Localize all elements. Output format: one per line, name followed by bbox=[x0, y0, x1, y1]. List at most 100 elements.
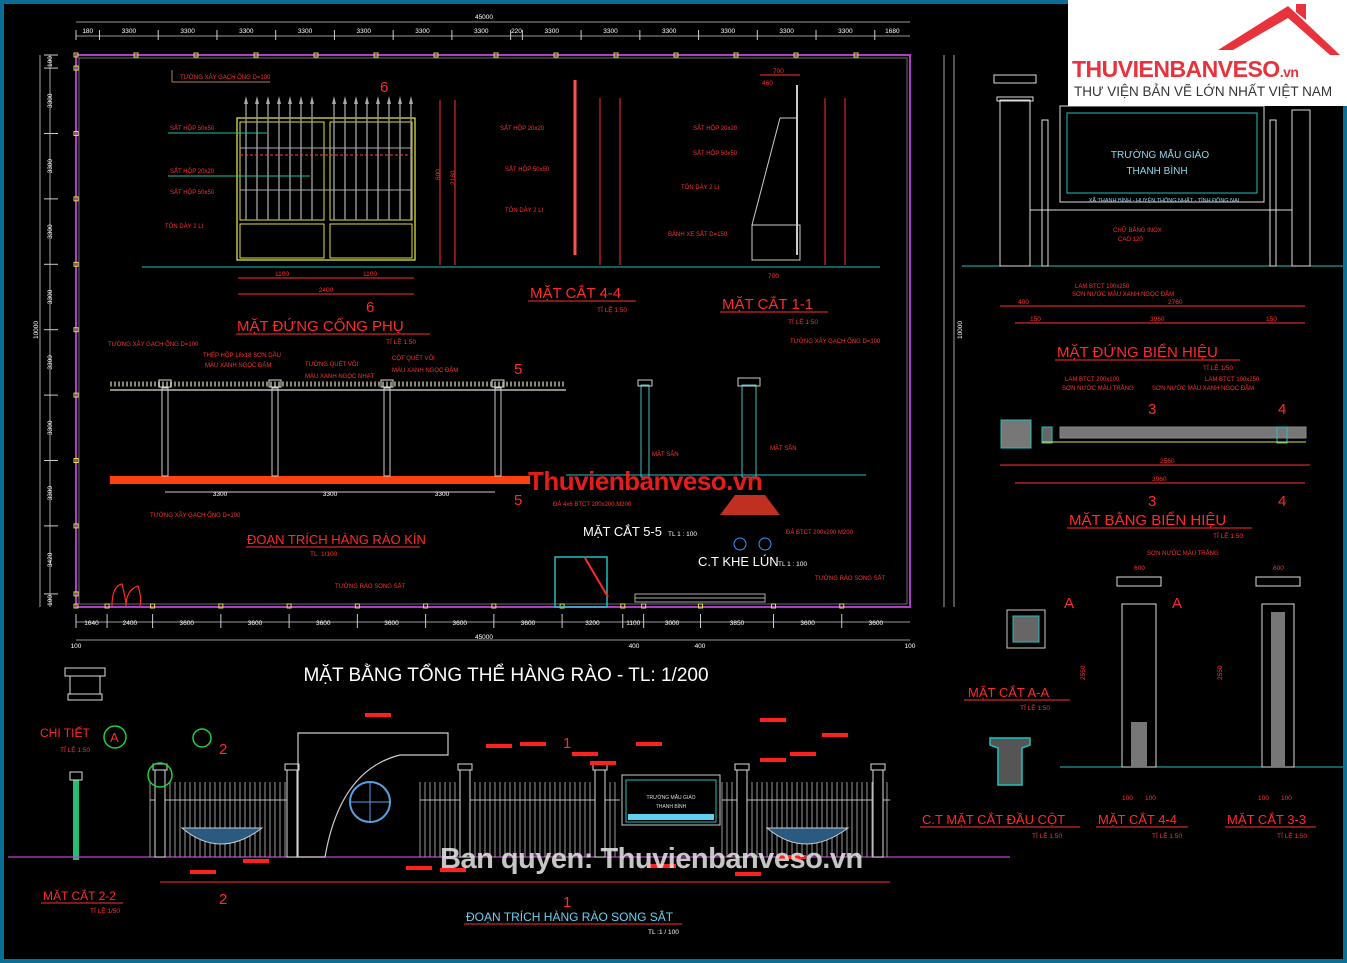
post-cap bbox=[491, 379, 505, 388]
annotation-tag bbox=[590, 761, 616, 765]
fence-note: THÉP HỘP 18x18 SƠN DẦU bbox=[203, 352, 281, 359]
post-marker bbox=[286, 603, 292, 609]
top-total-dim: 45000 bbox=[475, 14, 493, 21]
section-mark: 4 bbox=[1278, 401, 1286, 418]
section-5-5-title: MẶT CẮT 5-5 bbox=[583, 524, 662, 539]
fence-post bbox=[383, 387, 391, 477]
post-marker bbox=[313, 52, 319, 58]
spike-icon bbox=[299, 96, 303, 104]
column-dim: 600 bbox=[1134, 565, 1145, 572]
sign-address: XÃ THANH BÌNH - HUYỆN THỐNG NHẤT - TỈNH … bbox=[1089, 196, 1240, 204]
post-marker bbox=[673, 52, 679, 58]
top-dim: 3300 bbox=[838, 28, 853, 35]
gate-dim: 1100 bbox=[363, 271, 377, 278]
fence-note: MÀU XANH NGỌC ĐẬM bbox=[392, 367, 458, 374]
post-marker bbox=[73, 392, 79, 398]
fence-dim: 3300 bbox=[213, 491, 228, 498]
detail-a: CHI TIẾT A TỈ LỆ 1:50 MẶT CẮT 2-2 TỈ LỆ … bbox=[40, 667, 127, 915]
column-note: SƠN NƯỚC MÀU TRẮNG bbox=[1147, 549, 1219, 557]
fence-dim: 3300 bbox=[323, 491, 338, 498]
sign-note: SƠN NƯỚC MÀU XANH NGỌC ĐẬM bbox=[1152, 385, 1254, 392]
bottom-extra-dim: 400 bbox=[629, 643, 640, 650]
post-marker bbox=[373, 52, 379, 58]
brand-logo[interactable]: THUVIENBANVESO.vn THƯ VIỆN BẢN VẼ LỚN NH… bbox=[1068, 0, 1347, 106]
post-marker bbox=[73, 327, 79, 333]
post-marker bbox=[104, 603, 110, 609]
bottom-dim: 3600 bbox=[452, 620, 467, 627]
top-dim: 1680 bbox=[885, 28, 900, 35]
top-dim: 3300 bbox=[544, 28, 559, 35]
section-mark: 4 bbox=[1278, 493, 1286, 510]
post-marker bbox=[73, 52, 79, 58]
bottom-dim: 3600 bbox=[248, 620, 263, 627]
sign-text: THANH BÌNH bbox=[1126, 164, 1187, 177]
scale-label: TỈ LỆ 1:50 bbox=[1213, 531, 1243, 540]
section-dim: 460 bbox=[762, 80, 773, 87]
annotation-tag bbox=[735, 872, 761, 876]
top-dim: 3300 bbox=[721, 28, 736, 35]
section-mark: 1 bbox=[563, 735, 571, 752]
bottom-total-dim: 45000 bbox=[475, 634, 493, 641]
sign-dim: 3960 bbox=[1150, 316, 1165, 323]
bottom-dim: 3600 bbox=[179, 620, 194, 627]
sign-text: TRƯỜNG MẪU GIÁO bbox=[646, 794, 695, 801]
column-dim: 100 bbox=[1145, 795, 1156, 802]
sign-dim: 2560 bbox=[1160, 458, 1175, 465]
left-dim: 100 bbox=[47, 595, 54, 606]
annotation-tag bbox=[822, 733, 848, 737]
left-dim: 3300 bbox=[47, 159, 54, 174]
sign-plan-title: MẶT BẰNG BIỂN HIỆU bbox=[1069, 511, 1226, 529]
spike-icon bbox=[354, 96, 358, 104]
gate-swing-icon bbox=[111, 583, 142, 607]
left-dim: 3300 bbox=[47, 224, 54, 239]
brand-name: THUVIENBANVESO.vn bbox=[1072, 56, 1299, 82]
fence-dim: 3300 bbox=[435, 491, 450, 498]
gate-dim: 2160 bbox=[450, 170, 457, 185]
post-marker bbox=[733, 52, 739, 58]
sign-text: TRƯỜNG MẪU GIÁO bbox=[1111, 148, 1209, 161]
closed-fence-title: ĐOẠN TRÍCH HÀNG RÀO KÍN bbox=[247, 532, 426, 547]
fence-posts bbox=[73, 52, 859, 58]
section-note: ĐÁ BTCT 200x200 M200 bbox=[786, 529, 854, 536]
watermark-bottom: Ban quyen: Thuvienbanveso.vn bbox=[440, 843, 863, 875]
left-dim: 100 bbox=[47, 56, 54, 67]
column-sections: MẶT CẮT A-A TỈ LỆ 1:50 C.T MẶT CẮT ĐẦU C… bbox=[920, 549, 1343, 840]
spike-icon bbox=[255, 96, 259, 104]
fence-post bbox=[271, 387, 279, 477]
fence-outline bbox=[75, 54, 911, 608]
fence-foundation bbox=[110, 476, 530, 484]
post-marker bbox=[73, 65, 79, 71]
bottom-dim: 3600 bbox=[869, 620, 884, 627]
fence-note: MÀU XANH NGỌC NHẠT bbox=[305, 373, 375, 380]
gate-note: TÔN DÀY 2 LI bbox=[165, 223, 204, 230]
fence-column bbox=[154, 769, 166, 858]
scale-label: TỈ LỆ 1/50 bbox=[90, 906, 120, 915]
gate-note: SẮT HỘP 50x50 bbox=[170, 124, 215, 132]
post-marker bbox=[553, 52, 559, 58]
left-dim: 3300 bbox=[47, 93, 54, 108]
scale-label: TL :1/100 bbox=[310, 551, 338, 558]
sign-dim: 150 bbox=[1030, 316, 1041, 323]
annotation-tag bbox=[790, 752, 816, 756]
annotation-tag bbox=[780, 855, 806, 859]
section-mark: 6 bbox=[366, 299, 374, 316]
sign-dim: 2760 bbox=[1168, 299, 1183, 306]
gate-dim: 2400 bbox=[319, 287, 334, 294]
top-dim: 3300 bbox=[357, 28, 372, 35]
column-dim: 2550 bbox=[1217, 665, 1224, 680]
bottom-dim: 3600 bbox=[521, 620, 536, 627]
plan-note: TƯỜNG XÂY GẠCH ỐNG D=100 bbox=[790, 338, 881, 345]
sign-dim: 400 bbox=[1018, 299, 1029, 306]
section-note: SẮT HỘP 50x50 bbox=[693, 149, 738, 157]
top-dim: 3300 bbox=[603, 28, 618, 35]
section-3-3-title: MẶT CẮT 3-3 bbox=[1227, 812, 1306, 827]
scale-label: TỈ LỆ 1:50 bbox=[1032, 831, 1062, 840]
section-note: SẮT HỘP 50x50 bbox=[505, 165, 550, 173]
section-mark: 1 bbox=[563, 894, 571, 911]
post-marker bbox=[218, 603, 224, 609]
section-note: SẮT HỘP 20x20 bbox=[693, 124, 738, 132]
annotation-tag bbox=[486, 744, 512, 748]
